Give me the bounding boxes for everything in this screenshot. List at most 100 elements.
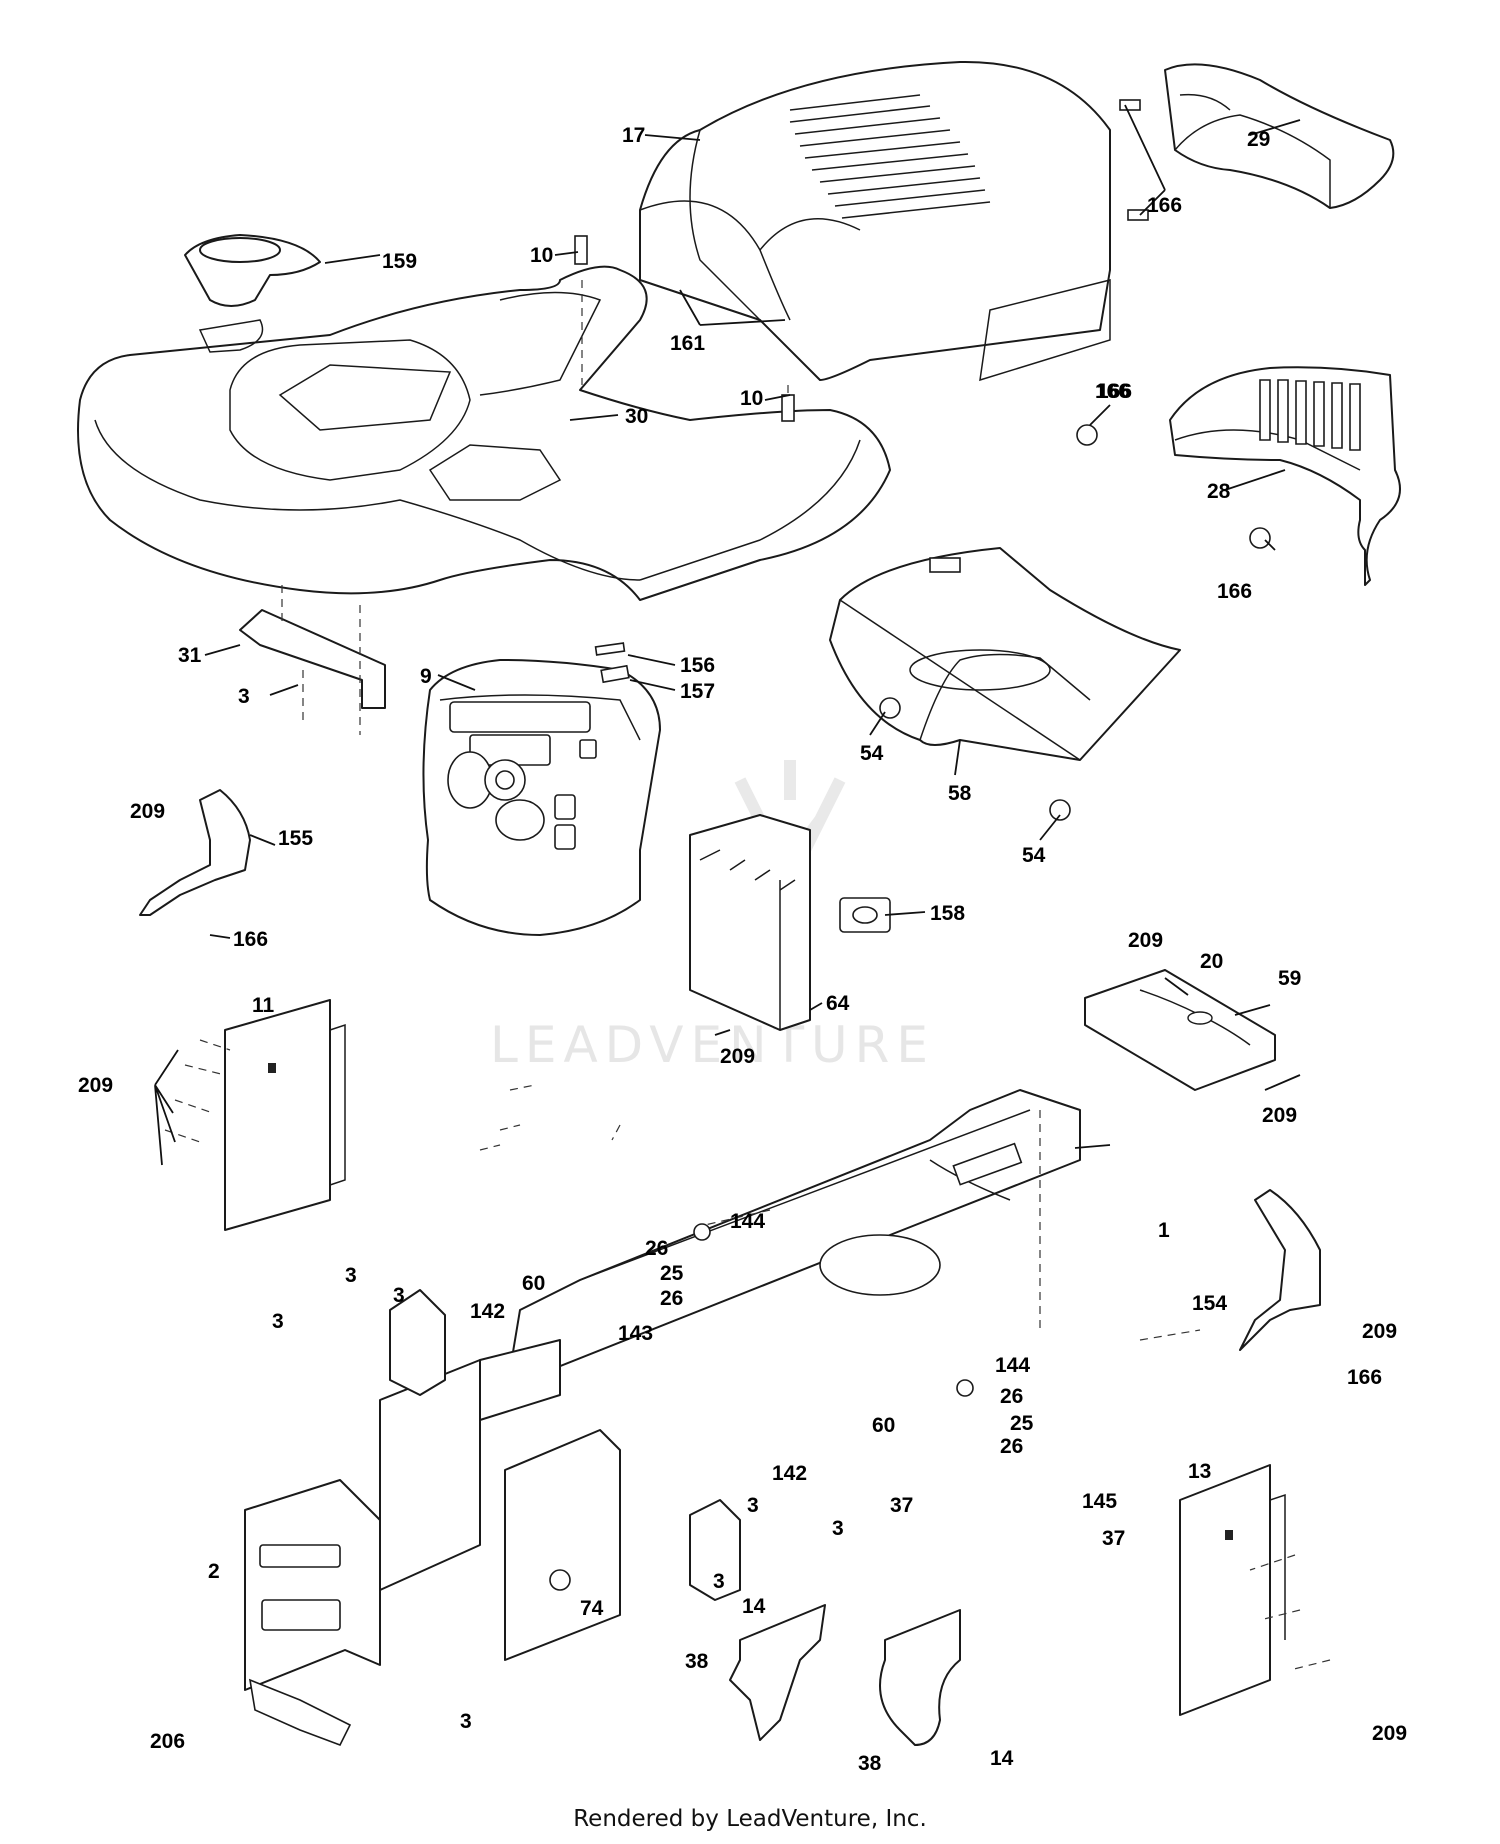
bracket-142-upper bbox=[389, 1289, 446, 1396]
callout-156: 156 bbox=[680, 654, 715, 677]
callout-3-d: 3 bbox=[272, 1310, 284, 1333]
callout-25-b: 25 bbox=[1010, 1412, 1034, 1435]
callout-26-c: 26 bbox=[1000, 1385, 1023, 1408]
callout-209-c: 209 bbox=[78, 1074, 113, 1097]
callout-3-a: 3 bbox=[238, 685, 250, 708]
front-plate-left bbox=[379, 1339, 561, 1591]
callout-142-b: 142 bbox=[772, 1462, 807, 1485]
callout-37-b: 37 bbox=[1102, 1527, 1125, 1550]
callout-209-b: 209 bbox=[720, 1045, 755, 1068]
main-frame bbox=[499, 1089, 1081, 1391]
callout-154: 154 bbox=[1192, 1292, 1227, 1315]
callout-38-a: 38 bbox=[685, 1650, 709, 1673]
callout-54-b: 54 bbox=[1022, 844, 1046, 867]
callout-209-f: 209 bbox=[1362, 1320, 1397, 1343]
callout-26-b: 26 bbox=[660, 1287, 683, 1310]
grille-28-slats bbox=[1259, 379, 1361, 451]
callout-166-b: 166 bbox=[1097, 380, 1132, 403]
bracket-31 bbox=[239, 609, 386, 709]
callout-209-a: 209 bbox=[130, 800, 165, 823]
pedestal-shroud bbox=[829, 547, 1181, 761]
bolt-10-upper bbox=[574, 235, 588, 265]
callout-166-c: 166 bbox=[1217, 580, 1252, 603]
callout-labels: 17 29 166 166 10 159 161 10 30 166 28 16… bbox=[78, 124, 1407, 1775]
bracket-38-right bbox=[879, 1609, 961, 1746]
watermark-text: LEADVENTURE bbox=[490, 1016, 935, 1074]
callout-157: 157 bbox=[680, 680, 715, 703]
callout-25-a: 25 bbox=[660, 1262, 684, 1285]
watermark: LEADVENTURE bbox=[490, 760, 935, 1074]
callout-3-h: 3 bbox=[460, 1710, 472, 1733]
callout-2: 2 bbox=[208, 1560, 220, 1583]
callout-142-a: 142 bbox=[470, 1300, 505, 1323]
callout-161: 161 bbox=[670, 332, 705, 355]
callout-58: 58 bbox=[948, 782, 972, 805]
callout-31: 31 bbox=[178, 644, 202, 667]
dash-panel bbox=[422, 659, 661, 936]
callout-3-b: 3 bbox=[345, 1264, 357, 1287]
callout-26-a: 26 bbox=[645, 1237, 668, 1260]
plate-20 bbox=[1084, 969, 1276, 1091]
callout-3-f: 3 bbox=[832, 1517, 844, 1540]
grille-28 bbox=[1169, 366, 1401, 586]
callout-9: 9 bbox=[420, 665, 432, 688]
decal-156 bbox=[594, 642, 626, 656]
callout-29: 29 bbox=[1247, 128, 1270, 151]
nut-74 bbox=[549, 1569, 571, 1591]
callout-166-f: 166 bbox=[1347, 1366, 1382, 1389]
fender-pan bbox=[77, 265, 891, 601]
callout-17: 17 bbox=[622, 124, 645, 147]
callout-166-a: 166 bbox=[1147, 194, 1182, 217]
bracket-154 bbox=[1239, 1189, 1321, 1351]
hood-vents bbox=[789, 94, 991, 219]
callout-60-a: 60 bbox=[522, 1272, 545, 1295]
callout-145: 145 bbox=[1082, 1490, 1117, 1513]
callout-209-g: 209 bbox=[1372, 1722, 1407, 1745]
bolt-166-grille bbox=[1119, 99, 1141, 111]
callout-64: 64 bbox=[826, 992, 850, 1015]
callout-13: 13 bbox=[1188, 1460, 1211, 1483]
bolt-166-grille-lower bbox=[1127, 209, 1149, 221]
hood bbox=[639, 60, 1111, 382]
callout-209-d: 209 bbox=[1128, 929, 1163, 952]
callout-37-a: 37 bbox=[890, 1494, 913, 1517]
side-plate-13 bbox=[1179, 1464, 1286, 1716]
callout-54-a: 54 bbox=[860, 742, 884, 765]
alignment-lines bbox=[164, 280, 1331, 1671]
callout-144-b: 144 bbox=[995, 1354, 1030, 1377]
callout-143: 143 bbox=[618, 1322, 653, 1345]
callout-159: 159 bbox=[382, 250, 417, 273]
steering-support bbox=[689, 814, 891, 1031]
bracket-38-left bbox=[729, 1604, 826, 1741]
nut-54-right bbox=[1049, 799, 1071, 821]
side-plate-11 bbox=[224, 999, 346, 1231]
callout-3-g: 3 bbox=[713, 1570, 725, 1593]
callout-28: 28 bbox=[1207, 480, 1231, 503]
callout-30: 30 bbox=[625, 405, 648, 428]
bolt-166-b bbox=[1249, 527, 1271, 549]
callout-26-d: 26 bbox=[1000, 1435, 1023, 1458]
callout-14-b: 14 bbox=[990, 1747, 1014, 1770]
callout-166-d: 166 bbox=[1095, 380, 1130, 403]
callout-155: 155 bbox=[278, 827, 313, 850]
callout-166-e: 166 bbox=[233, 928, 268, 951]
callout-74: 74 bbox=[580, 1597, 604, 1620]
leader-lines bbox=[154, 104, 1301, 1166]
callout-144-a: 144 bbox=[730, 1210, 765, 1233]
bracket-142-lower bbox=[689, 1499, 741, 1601]
nut-26-upper bbox=[693, 1223, 711, 1241]
nut-26-lower bbox=[956, 1379, 974, 1397]
callout-3-e: 3 bbox=[747, 1494, 759, 1517]
callout-60-b: 60 bbox=[872, 1414, 895, 1437]
callout-14-a: 14 bbox=[742, 1595, 766, 1618]
fasteners bbox=[549, 99, 1271, 1591]
callout-20: 20 bbox=[1200, 950, 1223, 973]
callout-10-b: 10 bbox=[740, 387, 763, 410]
bolt-10-lower bbox=[781, 394, 795, 422]
callout-10-a: 10 bbox=[530, 244, 553, 267]
callout-209-e: 209 bbox=[1262, 1104, 1297, 1127]
callout-11: 11 bbox=[252, 994, 275, 1017]
callout-206: 206 bbox=[150, 1730, 185, 1753]
callout-38-b: 38 bbox=[858, 1752, 882, 1775]
